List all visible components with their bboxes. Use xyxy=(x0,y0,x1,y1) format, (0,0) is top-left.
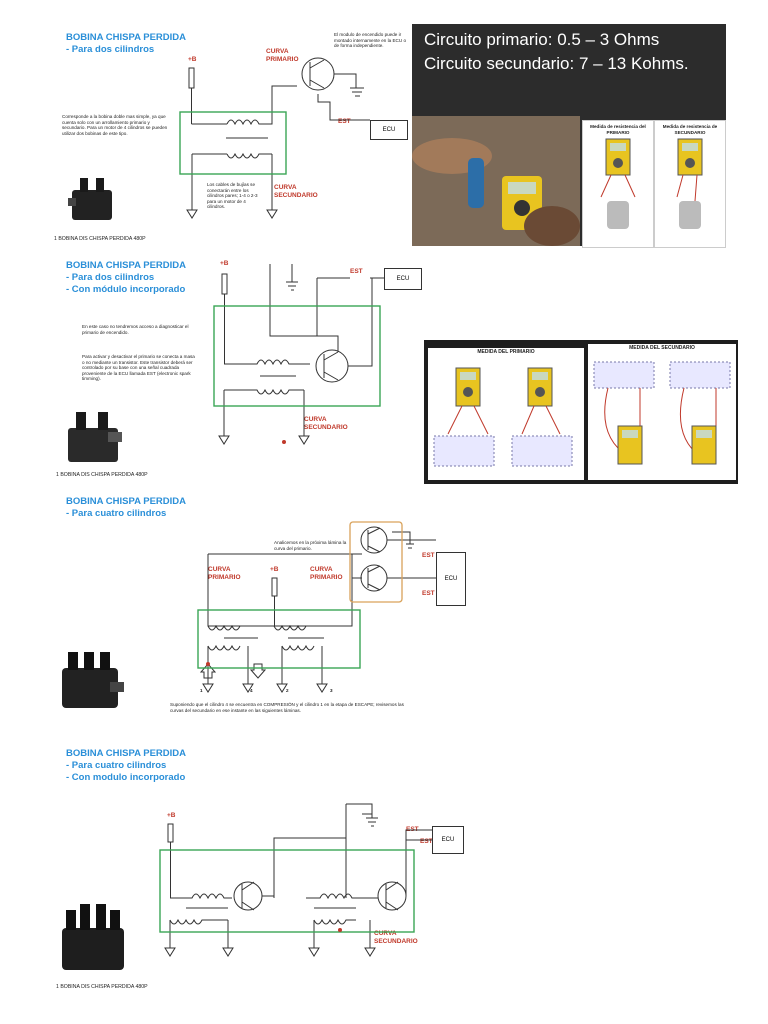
secondary-measure-card: MEDIDA DEL SECUNDARIO xyxy=(588,344,736,480)
coil-photo-2 xyxy=(62,402,128,468)
panel1-title: BOBINA CHISPA PERDIDA- Para dos cilindro… xyxy=(66,32,186,55)
panel1-note-top: El modulo de encendido puede ir montado … xyxy=(334,32,407,49)
ecu-box: ECU xyxy=(436,552,466,606)
cylinder-label-3: 3 xyxy=(330,688,333,693)
coil-schematic-1 xyxy=(179,57,370,219)
cylinder-label-2: 2 xyxy=(286,688,289,693)
coil-schematic-2 xyxy=(213,264,384,445)
panel3-note-top: Analicemos en la próxima lámina la curva… xyxy=(274,540,347,551)
panel2-title: BOBINA CHISPA PERDIDA- Para dos cilindro… xyxy=(66,260,186,295)
panel-two-cylinder: BOBINA CHISPA PERDIDA- Para dos cilindro… xyxy=(52,24,412,244)
est-label: EST xyxy=(350,268,363,275)
cylinder-label-4: 4 xyxy=(250,688,253,693)
panel1-note-bottom: Los cables de bujías se conectarán entre… xyxy=(207,182,258,210)
panel2-note2: Para activar y desactivar el primario se… xyxy=(82,354,195,382)
plus-b-label: +B xyxy=(270,566,279,573)
coil-photo-3 xyxy=(56,642,128,716)
panel-four-cylinder-module: BOBINA CHISPA PERDIDA- Para cuatro cilin… xyxy=(52,744,468,992)
est-label-b: EST xyxy=(420,838,433,845)
panel3-title: BOBINA CHISPA PERDIDA- Para cuatro cilin… xyxy=(66,496,186,519)
video1-line1: Circuito primario: 0.5 – 3 Ohms xyxy=(424,30,660,49)
coil-photo-1 xyxy=(66,172,120,224)
ecu-box: ECU xyxy=(432,826,464,854)
est-label-a: EST xyxy=(422,552,435,559)
panel2-caption: 1 BOBINA DIS CHISPA PERDIDA 480P xyxy=(56,472,148,478)
est-label: EST xyxy=(338,118,351,125)
panel1-caption: 1 BOBINA DIS CHISPA PERDIDA 480P xyxy=(54,236,146,242)
panel3-note-bottom: Suponiendo que el cilindro 4 se encuentr… xyxy=(170,702,404,713)
plus-b-label: +B xyxy=(167,812,176,819)
diagram-cards: Medida de resistencia del PRIMARIO Medid… xyxy=(582,120,726,248)
panel-four-cylinder: BOBINA CHISPA PERDIDA- Para cuatro cilin… xyxy=(52,492,468,726)
panel1-note-left: Corresponde a la bobina doble mas simple… xyxy=(62,114,168,136)
hands-multimeter-photo xyxy=(412,116,580,246)
ecu-box: ECU xyxy=(370,120,408,140)
est-label-b: EST xyxy=(422,590,435,597)
video-frame-measurements: MEDIDA DEL PRIMARIO MEDIDA DEL SECUNDARI… xyxy=(424,340,738,484)
video1-line2: Circuito secundario: 7 – 13 Kohms. xyxy=(424,54,689,73)
plus-b-label: +B xyxy=(220,260,229,267)
coil-schematic-4 xyxy=(159,803,432,957)
cylinder-label-1: 1 xyxy=(200,688,203,693)
coil-photo-4 xyxy=(56,894,132,978)
card-primary: Medida de resistencia del PRIMARIO xyxy=(582,120,654,248)
ecu-box: ECU xyxy=(384,268,422,290)
panel4-caption: 1 BOBINA DIS CHISPA PERDIDA 480P xyxy=(56,984,148,990)
panel2-note1: En este caso no tendremos acceso a diagn… xyxy=(82,324,189,335)
panel-two-cylinder-module: BOBINA CHISPA PERDIDA- Para dos cilindro… xyxy=(52,252,424,484)
plus-b-label: +B xyxy=(188,56,197,63)
panel4-title: BOBINA CHISPA PERDIDA- Para cuatro cilin… xyxy=(66,748,186,783)
card-secondary: Medida de resistencia de SECUNDARIO xyxy=(654,120,726,248)
video-frame-resistance: Circuito primario: 0.5 – 3 Ohms Circuito… xyxy=(412,24,726,248)
primary-measure-card: MEDIDA DEL PRIMARIO xyxy=(428,348,584,480)
coil-schematic-3 xyxy=(197,521,436,693)
